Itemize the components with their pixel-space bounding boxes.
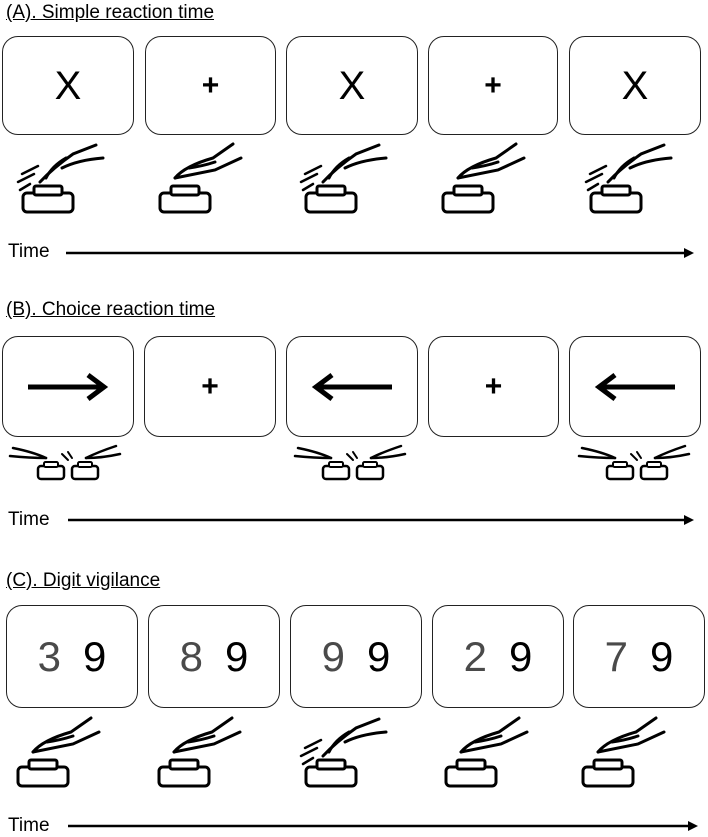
two-button-response-icon <box>8 444 122 481</box>
time-label-c: Time <box>8 815 50 836</box>
target-digit: 9 <box>650 632 674 680</box>
hand-rest-icon <box>441 142 526 214</box>
screen-a-2: + <box>145 36 276 135</box>
two-button-response-icon <box>293 444 407 481</box>
hand-rest-icon <box>16 716 101 788</box>
timeline-arrow-c <box>68 821 698 831</box>
section-title-simple-reaction: (A). Simple reaction time <box>6 2 215 23</box>
stimulus-letter: X <box>621 63 649 108</box>
screen-b-3 <box>286 336 418 437</box>
screen-a-1: X <box>2 36 134 135</box>
section-title-digit-vigilance: (C). Digit vigilance <box>6 570 161 591</box>
hand-press-icon <box>299 717 388 788</box>
arrow-right-icon <box>28 372 109 401</box>
hand-rest-icon <box>158 142 243 214</box>
target-digit: 9 <box>83 632 107 680</box>
fixation-cross: + <box>484 68 502 102</box>
screen-b-2: + <box>144 336 276 437</box>
screen-b-4: + <box>428 336 559 437</box>
probe-digit: 8 <box>179 632 203 680</box>
two-button-response-icon <box>577 444 691 481</box>
hand-press-icon <box>299 143 388 214</box>
screen-b-5 <box>569 336 701 437</box>
target-digit: 9 <box>225 632 249 680</box>
hand-rest-icon <box>581 716 666 788</box>
probe-digit: 3 <box>37 632 61 680</box>
fixation-cross: + <box>484 369 503 403</box>
timeline-arrow-b <box>68 515 694 525</box>
screen-b-1 <box>2 336 134 437</box>
probe-digit: 9 <box>321 632 345 680</box>
probe-digit: 7 <box>604 632 628 680</box>
hand-press-icon <box>584 143 673 214</box>
fixation-cross: + <box>201 369 219 403</box>
fixation-cross: + <box>201 68 220 102</box>
target-digit: 9 <box>367 632 391 680</box>
target-digit: 9 <box>509 632 533 680</box>
hand-rest-icon <box>157 716 242 788</box>
screen-a-4: + <box>428 36 558 135</box>
time-label-a: Time <box>8 241 50 262</box>
screen-a-3: X <box>286 36 418 135</box>
timeline-arrow-a <box>66 248 694 258</box>
probe-digit: 2 <box>463 632 487 680</box>
hand-press-icon <box>16 143 105 214</box>
section-title-choice-reaction: (B). Choice reaction time <box>6 299 216 320</box>
arrow-left-icon <box>594 372 675 401</box>
time-label-b: Time <box>8 509 50 530</box>
screen-a-5: X <box>569 36 701 135</box>
arrow-left-icon <box>311 372 392 401</box>
stimulus-letter: X <box>338 63 366 108</box>
stimulus-letter: X <box>54 63 82 108</box>
hand-rest-icon <box>444 716 529 788</box>
